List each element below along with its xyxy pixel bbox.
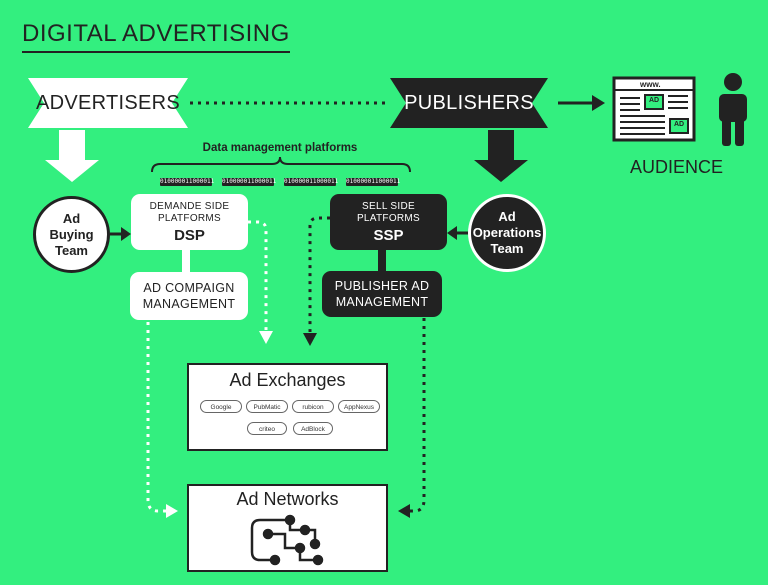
dmp-bit: 010000011000011: [346, 178, 401, 186]
publisher-line1: PUBLISHER AD: [334, 279, 430, 293]
publisher-to-networks-arrowhead: [398, 504, 410, 518]
dsp-to-exchanges-arrowhead: [259, 331, 273, 344]
dsp-abbr: DSP: [174, 226, 205, 244]
website-url: www.: [640, 80, 661, 89]
ad-exchanges-panel: Ad Exchanges Google PubMatic rubicon App…: [187, 363, 388, 451]
ops-team-to-ssp-arrowhead: [447, 226, 457, 240]
publishers-to-audience-arrowhead: [592, 95, 605, 111]
node-text: Team: [490, 241, 524, 256]
node-text: Ad: [498, 209, 516, 224]
ssp-line1: SELL SIDE: [362, 200, 415, 212]
campaign-to-networks-arrowhead: [166, 504, 178, 518]
advertisers-label: ADVERTISERS: [35, 91, 181, 114]
dsp-line2: PLATFORMS: [157, 212, 222, 224]
dsp-to-exchanges-dotted: [248, 220, 268, 330]
ad-slot-2: AD: [673, 121, 685, 128]
campaign-line1: AD COMPAIGN: [143, 281, 235, 295]
google-logo: Google: [200, 400, 242, 413]
ssp-abbr: SSP: [373, 226, 404, 244]
ad-campaign-management-node: AD COMPAIGN MANAGEMENT: [130, 272, 248, 320]
pubmatic-logo: PubMatic: [246, 400, 288, 413]
dsp-node: DEMANDE SIDE PLATFORMS DSP: [131, 194, 248, 250]
node-text: Team: [55, 242, 88, 258]
ad-buying-team-node: Ad Buying Team: [33, 196, 110, 273]
publisher-line2: MANAGEMENT: [335, 295, 429, 309]
node-text: Operations: [472, 225, 542, 240]
publisher-ad-management-node: PUBLISHER AD MANAGEMENT: [322, 271, 442, 317]
advertisers-down-arrow: [45, 130, 99, 182]
publisher-to-networks-dotted: [410, 318, 426, 513]
rubicon-logo: rubicon: [292, 400, 334, 413]
ssp-to-exchanges-dotted: [308, 216, 330, 332]
audience-label: AUDIENCE: [630, 157, 724, 177]
publishers-label: PUBLISHERS: [404, 91, 534, 114]
website-icon: [612, 76, 696, 142]
person-icon: [719, 73, 747, 146]
appnexus-logo: AppNexus: [338, 400, 380, 413]
criteo-logo: criteo: [247, 422, 287, 435]
dmp-bit: 010000011000011: [284, 178, 339, 186]
ssp-publisher-connector: [378, 250, 386, 272]
node-text: Buying: [49, 226, 94, 242]
adblock-logo: AdBlock: [293, 422, 333, 435]
dmp-bit: 010000011000011: [160, 178, 215, 186]
node-text: Ad: [62, 210, 81, 226]
ad-exchanges-title: Ad Exchanges: [229, 370, 346, 390]
ssp-to-exchanges-arrowhead: [303, 333, 317, 346]
ad-networks-title: Ad Networks: [236, 489, 339, 509]
dsp-campaign-connector: [182, 246, 190, 274]
ad-networks-panel: Ad Networks: [187, 484, 388, 572]
dsp-line1: DEMANDE SIDE: [149, 200, 230, 212]
ssp-node: SELL SIDE PLATFORMS SSP: [330, 194, 447, 250]
dmp-brace: [151, 156, 411, 173]
page-title: DIGITAL ADVERTISING: [22, 20, 290, 53]
advertisers-banner: [28, 78, 188, 128]
ad-slot-1: AD: [648, 97, 660, 104]
ssp-line2: PLATFORMS: [356, 212, 421, 224]
buying-team-to-dsp-arrowhead: [121, 227, 131, 241]
publishers-banner: [390, 78, 548, 128]
campaign-line2: MANAGEMENT: [142, 297, 236, 311]
ad-operations-team-node: Ad Operations Team: [468, 194, 546, 272]
dmp-label: Data management platforms: [202, 142, 358, 154]
publishers-down-arrow: [474, 130, 528, 182]
campaign-to-networks-dotted: [146, 322, 168, 513]
dmp-bit: 010000011000011: [222, 178, 277, 186]
